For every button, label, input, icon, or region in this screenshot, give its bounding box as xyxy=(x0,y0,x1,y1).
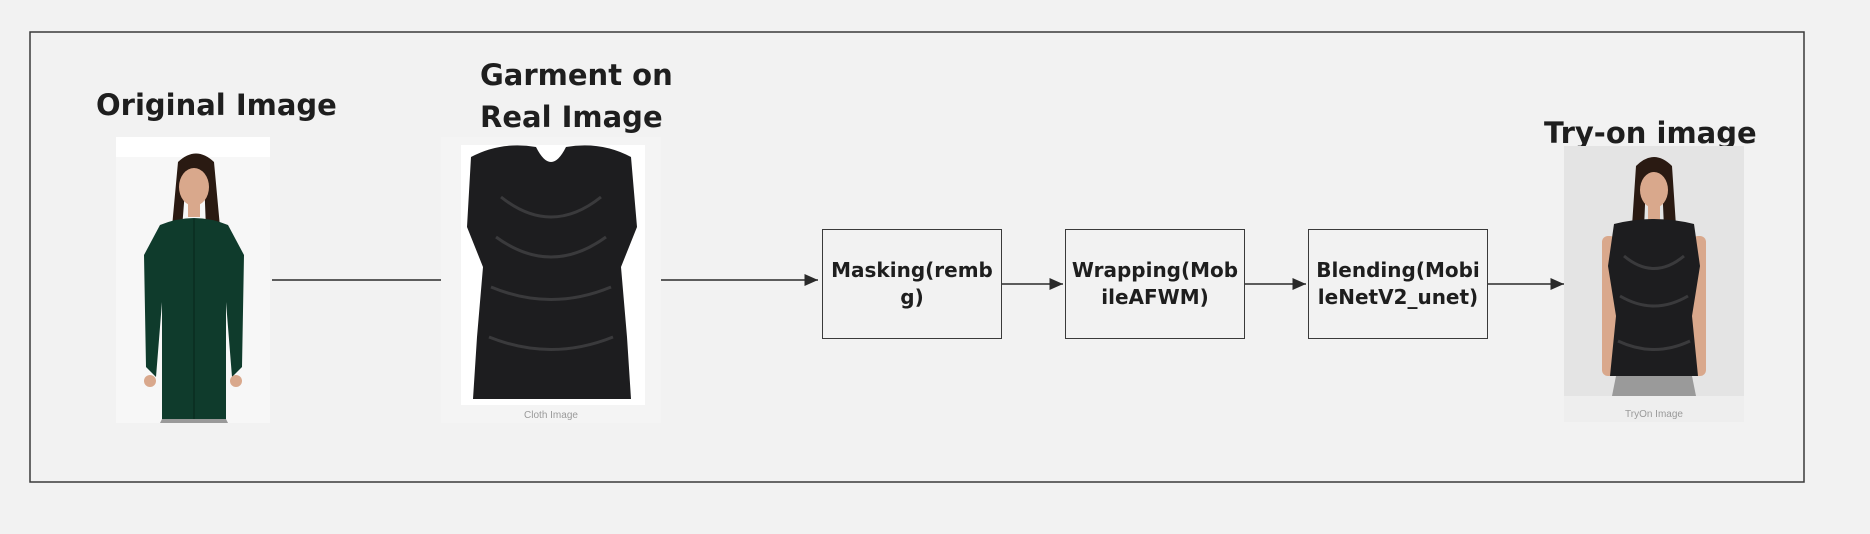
original-image xyxy=(116,137,270,423)
step-wrapping: Wrapping(MobileAFWM) xyxy=(1065,229,1245,339)
label-garment-on-real-image: Garment on Real Image xyxy=(480,54,673,138)
cloth-image-caption: Cloth Image xyxy=(524,410,578,421)
diagram-frame xyxy=(29,31,1805,483)
step-blending: Blending(MobileNetV2_unet) xyxy=(1308,229,1488,339)
tryon-image-caption: TryOn Image xyxy=(1625,409,1683,420)
label-original-image: Original Image xyxy=(96,88,337,122)
label-garment-line2: Real Image xyxy=(480,100,663,135)
tryon-image: TryOn Image xyxy=(1564,146,1744,422)
garment-image: Cloth Image xyxy=(441,137,661,423)
label-tryon-image: Try-on image xyxy=(1544,116,1757,150)
label-garment-line1: Garment on xyxy=(480,58,673,92)
step-masking: Masking(rembg) xyxy=(822,229,1002,339)
